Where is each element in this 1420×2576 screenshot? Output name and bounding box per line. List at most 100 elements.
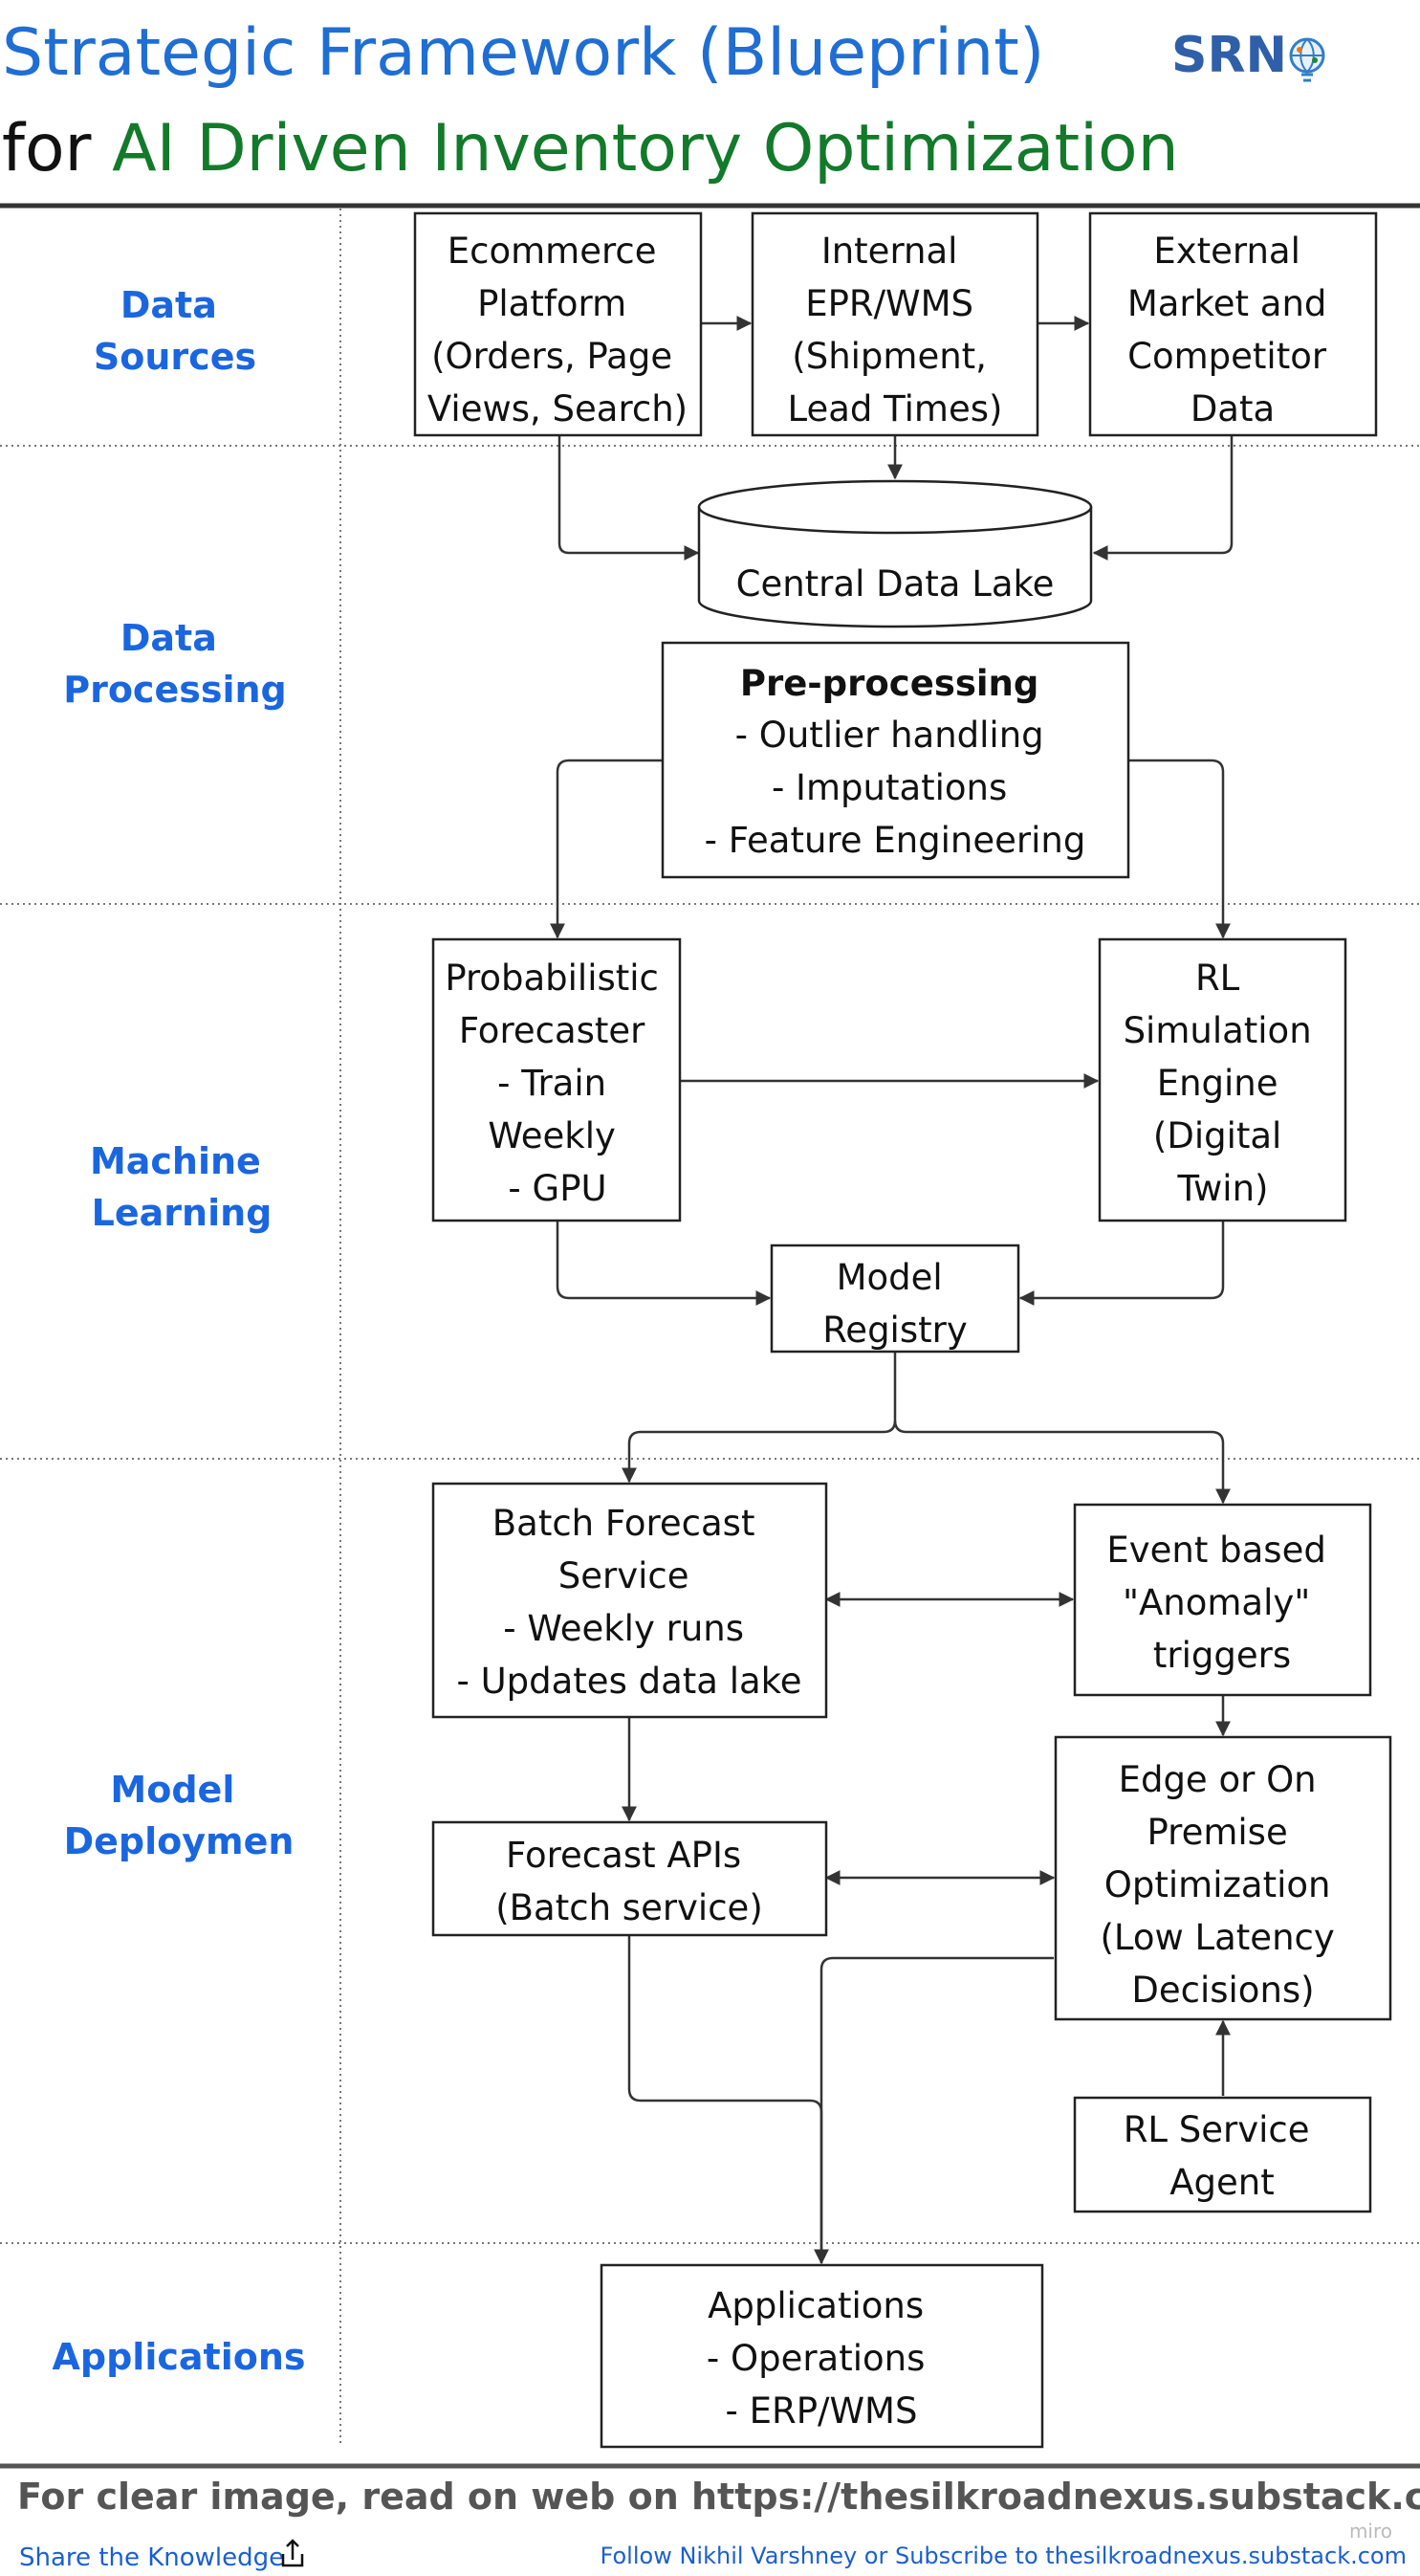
lane-label-machine-learning: Machine Learning [90, 1140, 273, 1234]
node-text-line: Batch Forecast [492, 1503, 755, 1544]
footer-main-text: For clear image, read on web on https://… [17, 2476, 1420, 2518]
node-text-line: - Weekly runs [503, 1608, 744, 1649]
node-text-line: Platform [477, 283, 626, 324]
node-text-line: - Feature Engineering [705, 820, 1086, 861]
lane-label-line: Data [120, 617, 217, 659]
lane-label-line: Processing [63, 669, 287, 711]
node-rl-service-agent: RL Service Agent [1073, 2096, 1372, 2213]
node-text-line: Simulation [1124, 1010, 1312, 1051]
node-text-line: Applications [708, 2285, 924, 2326]
node-text: Forecast APIs (Batch service) [495, 1835, 763, 1928]
node-text: Edge or On Premise Optimization (Low Lat… [1100, 1759, 1345, 2011]
node-text-line: Data [1191, 388, 1275, 429]
node-text-line: Competitor [1127, 336, 1327, 377]
miro-watermark: miro [1349, 2520, 1392, 2543]
title-line-2: for AI Driven Inventory Optimization [2, 111, 1179, 187]
node-text-line: Premise [1147, 1812, 1288, 1853]
node-text: External Market and Competitor Data [1127, 231, 1338, 429]
arrow-ecommerce-to-lake [557, 435, 700, 561]
node-text: Event based "Anomaly" triggers [1106, 1530, 1337, 1676]
title-line-2-highlight: AI Driven Inventory Optimization [112, 111, 1179, 187]
node-batch-forecast-service: Batch Forecast Service - Weekly runs - U… [431, 1482, 828, 1719]
logo-letters-rn: RN [1207, 27, 1287, 84]
node-text: RL Service Agent [1124, 2109, 1322, 2203]
arrow-preprocessing-to-forecaster [550, 759, 663, 939]
node-text-line: (Batch service) [495, 1887, 763, 1928]
arrow-forecaster-to-registry [556, 1221, 772, 1306]
line-edge-to-applications [819, 1956, 1054, 2263]
node-text-line: Service [558, 1555, 689, 1596]
lane-label-line: Learning [92, 1192, 273, 1234]
lane-label-line: Sources [94, 336, 256, 378]
lane-label-data-sources: Data Sources [94, 284, 256, 378]
node-text: RL Simulation Engine (Digital Twin) [1124, 958, 1323, 1209]
node-text: Ecommerce Platform (Orders, Page Views, … [427, 231, 688, 429]
node-text-line: Probabilistic [445, 958, 659, 999]
node-title: Pre-processing [740, 663, 1039, 704]
globe-network-icon [1289, 37, 1325, 82]
node-text-line: Forecaster [459, 1010, 645, 1051]
node-text-line: (Shipment, [792, 336, 987, 377]
node-text-line: - Outlier handling [735, 715, 1044, 756]
node-text-line: (Orders, Page [431, 336, 672, 377]
node-preprocessing: Pre-processing - Outlier handling - Impu… [661, 641, 1130, 879]
follow-subscribe-link[interactable]: Follow Nikhil Varshney or Subscribe to t… [601, 2543, 1407, 2569]
arrow-registry-to-batch [622, 1352, 897, 1484]
lane-label-line: Model [110, 1769, 234, 1811]
node-applications: Applications - Operations - ERP/WMS [600, 2263, 1044, 2449]
node-text-line: (Digital [1153, 1115, 1281, 1156]
lane-label-line: Applications [53, 2336, 306, 2378]
node-text-line: Views, Search) [427, 388, 688, 429]
page-title: Strategic Framework (Blueprint) for AI D… [2, 15, 1179, 187]
node-text-line: Central Data Lake [736, 563, 1055, 605]
node-text-line: Engine [1157, 1063, 1278, 1104]
title-line-1: Strategic Framework (Blueprint) [2, 15, 1044, 91]
share-knowledge-link[interactable]: Share the Knowledge [19, 2539, 304, 2572]
node-text-line: Event based [1106, 1530, 1325, 1571]
node-probabilistic-forecaster: Probabilistic Forecaster - Train Weekly … [431, 937, 682, 1222]
arrow-registry-to-events [893, 1420, 1231, 1505]
share-upload-icon[interactable] [281, 2539, 304, 2567]
arrow-apis-to-applications [627, 1935, 829, 2265]
node-text-line: - Train [497, 1063, 606, 1104]
lane-label-data-processing: Data Processing [63, 617, 287, 711]
node-forecast-apis: Forecast APIs (Batch service) [431, 1820, 828, 1937]
node-text-line: - Imputations [772, 767, 1007, 808]
node-ecommerce-platform: Ecommerce Platform (Orders, Page Views, … [413, 211, 703, 437]
node-text-line: - Operations [707, 2338, 926, 2379]
node-text-line: RL [1195, 958, 1240, 999]
node-text-line: Ecommerce [448, 231, 657, 272]
lane-label-model-deployment: Model Deploymen [64, 1769, 295, 1862]
node-text-line: Model [837, 1257, 943, 1298]
node-text: Pre-processing - Outlier handling - Impu… [705, 663, 1086, 861]
node-text-line: triggers [1153, 1635, 1291, 1676]
srn-logo: SRN [1171, 27, 1325, 84]
node-text-line: Registry [822, 1310, 967, 1351]
node-text-line: EPR/WMS [805, 283, 973, 324]
node-text-line: Lead Times) [788, 388, 1003, 429]
node-text-line: - Updates data lake [456, 1661, 801, 1702]
arrow-preprocessing-to-rlsim [1128, 759, 1231, 939]
node-text-line: Decisions) [1131, 1970, 1314, 2011]
arrow-rlsim-to-registry [1018, 1221, 1225, 1306]
connectors [550, 316, 1234, 2265]
node-external-market-data: External Market and Competitor Data [1088, 211, 1378, 437]
node-text-line: Market and [1127, 283, 1327, 324]
node-text-line: Forecast APIs [506, 1835, 741, 1876]
logo-letter-s: S [1171, 27, 1207, 84]
lane-label-line: Data [120, 284, 217, 326]
node-text-line: Internal [821, 231, 958, 272]
node-text-line: Edge or On [1119, 1759, 1317, 1800]
node-text-line: Optimization [1104, 1864, 1331, 1905]
node-central-data-lake: Central Data Lake [697, 479, 1093, 628]
lane-label-applications: Applications [53, 2336, 306, 2378]
arrow-external-to-lake [1092, 435, 1234, 561]
node-text: Model Registry [822, 1257, 967, 1351]
node-text: Internal EPR/WMS (Shipment, Lead Times) [788, 231, 1003, 429]
share-knowledge-text[interactable]: Share the Knowledge [19, 2543, 284, 2572]
node-text: Applications - Operations - ERP/WMS [707, 2285, 936, 2432]
lane-label-line: Machine [90, 1140, 261, 1182]
node-text-line: - ERP/WMS [726, 2390, 918, 2432]
logo-text: SRN [1171, 27, 1287, 84]
node-internal-epr-wms: Internal EPR/WMS (Shipment, Lead Times) [751, 211, 1039, 437]
